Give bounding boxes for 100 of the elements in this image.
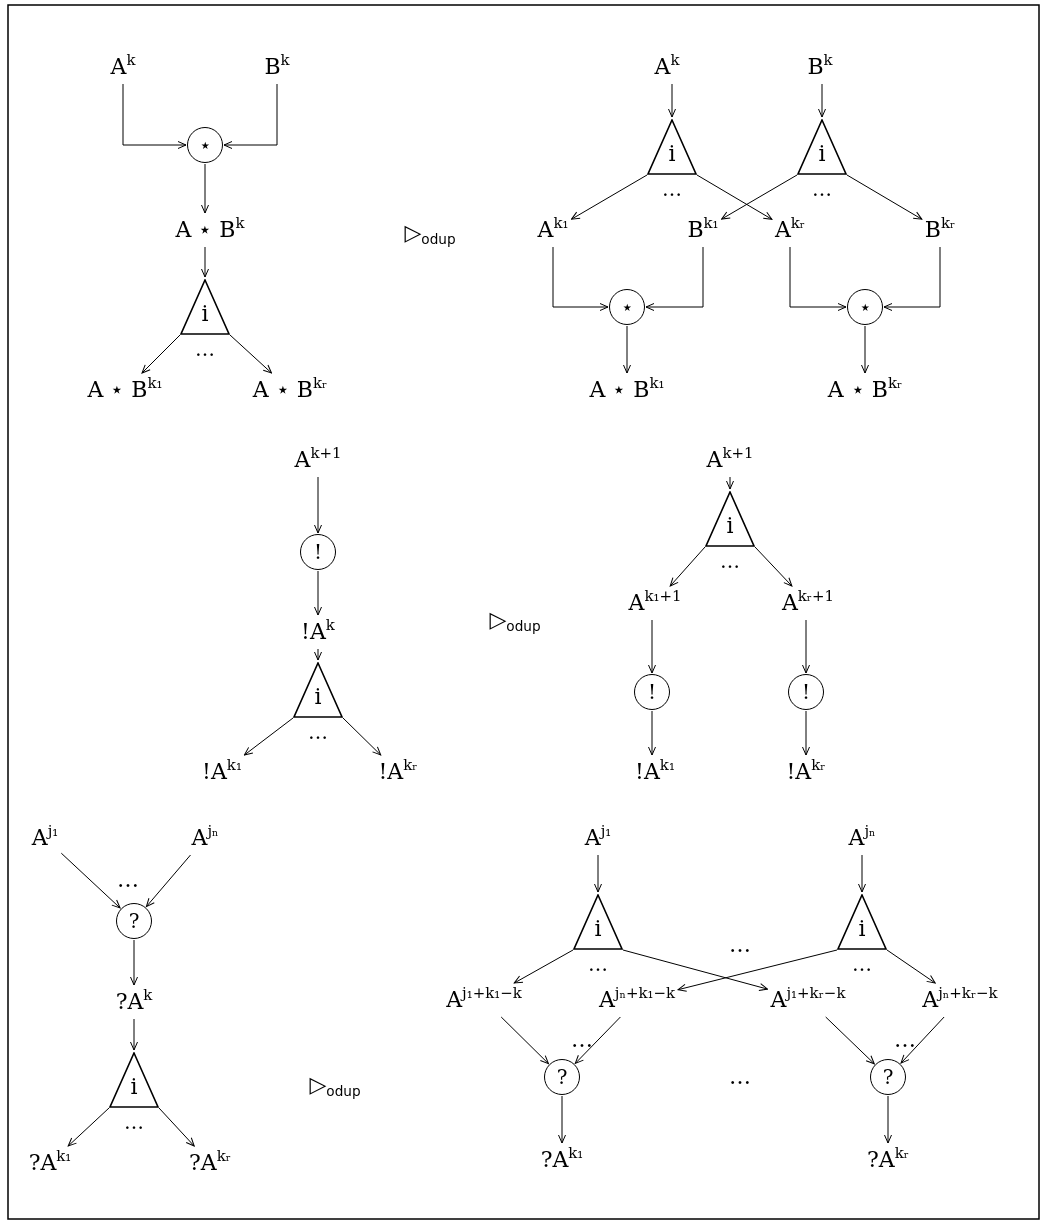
text-label: … [117,869,139,891]
math-label: A ⋆ B$^{kᵣ}$ [251,375,329,405]
ellipsis: … [662,179,682,199]
math-label: A$^{k}$ [653,52,681,82]
math-label: A$^{jₙ}$ [847,823,877,853]
arrow [67,1107,110,1147]
math-label: !A$^{kᵣ}$ [377,757,419,787]
arrow [201,246,209,278]
math-label: A$^{jₙ+kᵣ−k}$ [921,985,999,1015]
arrow [858,854,866,893]
arrow [342,717,382,756]
ellipsis: … [720,551,740,571]
triangle-label: i [857,918,867,940]
math-label: B$^{kᵣ}$ [923,215,957,245]
arrow [789,246,847,311]
ellipsis: … [308,722,328,742]
math-label: A$^{kᵣ}$ [773,215,807,245]
triangle-label: i [200,303,210,325]
triangle-node [573,894,623,950]
arrow [158,1107,195,1147]
math-label: ?A$^{k₁}$ [539,1145,585,1175]
triangle-node [837,894,887,950]
ellipsis: … [852,954,872,974]
arrow [201,163,209,214]
arrow [314,648,322,661]
math-label: A ⋆ B$^{k₁}$ [86,375,164,405]
triangle-node [180,279,230,335]
triangle-node [293,662,343,718]
text-label: … [571,1029,593,1051]
arrow [60,852,121,909]
arrow [669,546,706,587]
arrow [500,1016,549,1065]
triangle-node [797,119,847,175]
math-label: A$^{j₁}$ [30,823,60,853]
ellipsis: … [588,954,608,974]
arrow [513,949,574,984]
math-label: A$^{j₁+kᵣ−k}$ [769,985,847,1015]
triangle-label: i [667,143,677,165]
arrow [223,83,278,149]
math-label: A$^{k₁}$ [536,215,570,245]
math-label: B$^{k}$ [806,52,834,82]
arrow [900,1016,945,1064]
math-label: !A$^{kᵣ}$ [785,757,827,787]
arrow [721,174,798,220]
math-label: !A$^{k}$ [300,617,336,647]
arrow [243,717,294,756]
triangle-label: i [593,918,603,940]
triangle-node [705,491,755,547]
math-label: A ⋆ B$^{k₁}$ [588,375,666,405]
arrow [825,1016,875,1065]
triangle-label: i [129,1076,139,1098]
arrow [130,939,138,986]
arrow [571,174,648,220]
arrow [726,476,734,490]
arrow [130,1018,138,1051]
math-label: B$^{k₁}$ [686,215,720,245]
arrow [645,246,704,311]
arrow [802,710,810,756]
math-label: A$^{j₁+k₁−k}$ [445,985,523,1015]
triangle-label: i [725,515,735,537]
math-label: A$^{jₙ}$ [190,823,220,853]
triangle-label: i [817,143,827,165]
math-label: A ⋆ B$^{k}$ [174,215,246,245]
arrow [818,83,826,118]
ellipsis: … [812,179,832,199]
math-label: A$^{k₁+1}$ [627,588,683,618]
ellipsis: … [124,1112,144,1132]
math-label: !A$^{k₁}$ [201,757,243,787]
text-label: … [729,934,751,956]
arrow [802,619,810,674]
triangle-node [647,119,697,175]
math-label: ?A$^{k₁}$ [27,1148,73,1178]
math-label: !A$^{k₁}$ [634,757,676,787]
arrow [886,949,936,984]
arrow [229,334,272,374]
arrow [145,854,191,908]
math-label: A$^{k+1}$ [705,445,755,475]
arrow [883,246,941,311]
math-label: A$^{j₁}$ [583,823,613,853]
arrow [314,476,322,534]
math-label: A ⋆ B$^{kᵣ}$ [826,375,904,405]
arrow [861,325,869,374]
arrow [552,246,609,311]
text-label: … [894,1029,916,1051]
math-label: ?A$^{k}$ [114,987,154,1017]
arrow [122,83,187,149]
arrow [884,1095,892,1144]
triangle-node [109,1052,159,1108]
math-label: A$^{jₙ+k₁−k}$ [597,985,677,1015]
arrow [648,710,656,756]
arrow [696,174,773,220]
math-label: B$^{k}$ [263,52,291,82]
arrow [668,83,676,118]
text-label: … [729,1066,751,1088]
triangle-label: i [313,686,323,708]
arrow [846,174,923,220]
arrow [558,1095,566,1144]
math-label: A$^{kᵣ+1}$ [780,588,836,618]
arrow [141,334,181,374]
math-label: ?A$^{kᵣ}$ [188,1148,232,1178]
